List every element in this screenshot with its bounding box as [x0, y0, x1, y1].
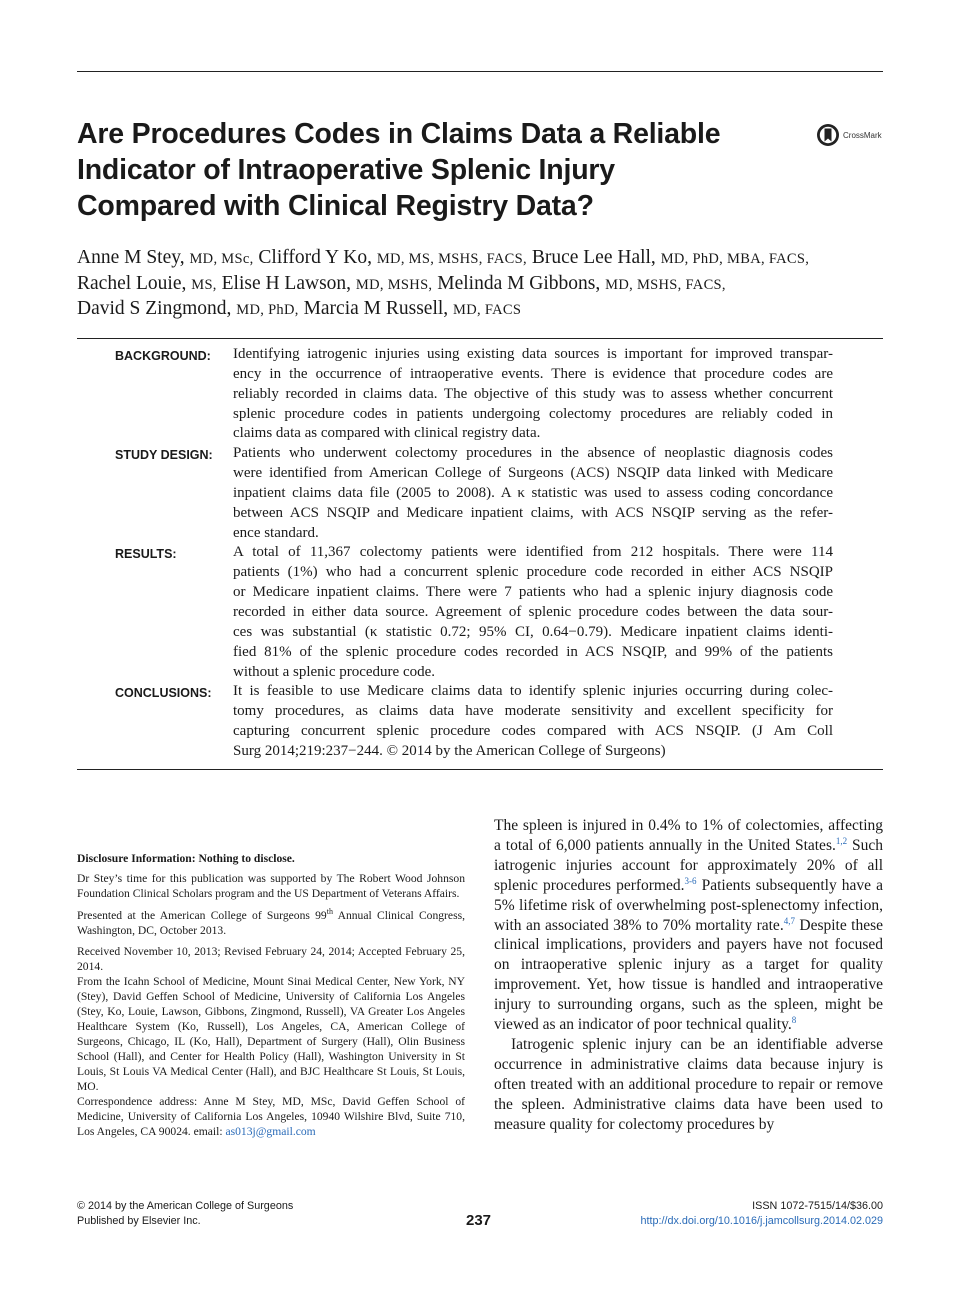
title-line: Compared with Clinical Registry Data? — [77, 190, 594, 222]
author-name: Clifford Y Ko, — [258, 247, 372, 268]
presentation-text-end: Annual Clinical Congress, Washington, DC… — [77, 908, 465, 937]
author-name: Bruce Lee Hall, — [531, 247, 656, 268]
abstract-section: BACKGROUND: Identifying iatrogenic injuri… — [77, 345, 883, 444]
crossmark-badge[interactable]: CrossMark — [816, 121, 882, 149]
abstract-line: patients (1%) who had a concurrent splen… — [233, 564, 833, 581]
title-line: Indicator of Intraoperative Splenic Inju… — [77, 154, 615, 186]
received-dates: Received November 10, 2013; Revised Febr… — [77, 944, 465, 973]
affiliations: From the Icahn School of Medicine, Mount… — [77, 974, 465, 1093]
page-number: 237 — [466, 1212, 492, 1229]
footer-publisher: Published by Elsevier Inc. — [77, 1215, 201, 1227]
email-link[interactable]: as013j@gmail.com — [225, 1124, 316, 1138]
body-text: The spleen is injured in 0.4% to 1% of c… — [494, 816, 883, 1135]
abstract-line: recorded in either data source. Agreemen… — [233, 603, 833, 620]
author-line: Rachel Louie, MS, Elise H Lawson, MD, MS… — [77, 272, 883, 298]
abstract-line: between ACS NSQIP and Medicare inpatient… — [233, 504, 833, 521]
funding-note: Dr Stey’s time for this publication was … — [77, 872, 465, 900]
abstract-section: STUDY DESIGN: Patients who underwent cole… — [77, 444, 883, 543]
abstract-line: Patients who underwent colectomy procedu… — [233, 445, 833, 462]
body-text-run: Patients subsequently have a 5% lifetime… — [494, 876, 883, 934]
author-name: Anne M Stey, — [77, 247, 185, 268]
abstract: BACKGROUND: Identifying iatrogenic injuri… — [77, 338, 883, 770]
abstract-line: reliably recorded in claims data. The ob… — [233, 385, 833, 402]
abstract-line: splenic procedure codes in patients unde… — [233, 405, 833, 422]
author-degrees: MD, MSHS, — [355, 276, 433, 293]
reference-link[interactable]: 3-6 — [684, 875, 697, 886]
author-degrees: MD, PhD, — [236, 302, 299, 318]
author-name: Rachel Louie, — [77, 272, 187, 294]
reference-link[interactable]: 8 — [791, 1014, 797, 1025]
author-degrees: MD, MS, MSHS, FACS, — [376, 251, 527, 267]
abstract-text: A total of 11,367 colectomy patients wer… — [233, 543, 833, 682]
abstract-line: without a splenic procedure code. — [233, 663, 436, 680]
author-degrees: MD, MSc, — [189, 251, 254, 267]
abstract-line: were identified from American College of… — [233, 465, 833, 482]
body-paragraph: The spleen is injured in 0.4% to 1% of c… — [494, 816, 883, 1035]
author-line: Anne M Stey, MD, MSc, Clifford Y Ko, MD,… — [77, 246, 883, 272]
abstract-line: capturing concurrent splenic procedure c… — [233, 723, 833, 740]
presentation-note: Presented at the American College of Sur… — [77, 904, 465, 938]
abstract-line: inpatient claims data file (2005 to 2008… — [233, 484, 833, 501]
abstract-label: RESULTS: — [115, 547, 177, 562]
footer-issn: ISSN 1072-7515/14/$36.00 — [752, 1200, 883, 1212]
body-text-run: Despite these clinical implications, pro… — [494, 916, 884, 1034]
crossmark-icon — [817, 124, 839, 146]
article-title: Are Procedures Codes in Claims Data a Re… — [77, 116, 807, 224]
abstract-label: CONCLUSIONS: — [115, 686, 212, 701]
abstract-line: claims data as compared with clinical re… — [233, 425, 541, 442]
top-rule — [77, 71, 883, 72]
reference-link[interactable]: 1,2 — [835, 835, 848, 846]
correspondence: Correspondence address: Anne M Stey, MD,… — [77, 1094, 465, 1139]
footnotes: Disclosure Information: Nothing to discl… — [77, 851, 465, 1139]
crossmark-label: CrossMark — [843, 130, 882, 140]
body-paragraph: Iatrogenic splenic injury can be an iden… — [494, 1035, 883, 1133]
footer-right: ISSN 1072-7515/14/$36.00 http://dx.doi.o… — [641, 1199, 884, 1229]
author-degrees: MD, FACS — [453, 302, 522, 318]
author-degrees: MS, — [191, 276, 217, 293]
author-line: David S Zingmond, MD, PhD, Marcia M Russ… — [77, 297, 883, 323]
abstract-line: Identifying iatrogenic injuries using ex… — [233, 346, 833, 362]
correspondence-address: Correspondence address: Anne M Stey, MD,… — [77, 1094, 465, 1138]
author-name: Elise H Lawson, — [221, 272, 352, 294]
abstract-text: It is feasible to use Medicare claims da… — [233, 682, 833, 761]
abstract-line: ence standard. — [233, 524, 319, 541]
title-line: Are Procedures Codes in Claims Data a Re… — [77, 118, 721, 150]
reference-link[interactable]: 4,7 — [783, 915, 795, 926]
abstract-text: Patients who underwent colectomy procedu… — [233, 444, 833, 543]
ordinal-suffix: th — [326, 907, 333, 916]
abstract-line: Surg 2014;219:237−244. © 2014 by the Ame… — [233, 742, 666, 759]
presentation-text: Presented at the American College of Sur… — [77, 908, 327, 922]
abstract-label: STUDY DESIGN: — [115, 448, 213, 463]
author-list: Anne M Stey, MD, MSc, Clifford Y Ko, MD,… — [77, 246, 883, 323]
author-name: Melinda M Gibbons, — [437, 272, 601, 294]
footer-copyright: © 2014 by the American College of Surgeo… — [77, 1200, 294, 1212]
doi-link[interactable]: http://dx.doi.org/10.1016/j.jamcollsurg.… — [640, 1215, 884, 1227]
abstract-line: or Medicare inpatient claims. There were… — [233, 584, 833, 601]
abstract-line: It is feasible to use Medicare claims da… — [233, 683, 833, 700]
body-text-run: The spleen is injured in 0.4% to 1% of c… — [494, 817, 883, 854]
abstract-line: tomy procedures, as claims data have mod… — [233, 703, 833, 720]
author-name: Marcia M Russell, — [303, 298, 449, 319]
body-text-run: Such iatrogenic injuries account for app… — [494, 836, 883, 894]
abstract-section: RESULTS: A total of 11,367 colectomy pati… — [77, 543, 883, 682]
abstract-line: fied 81% of the splenic procedure codes … — [233, 643, 833, 660]
abstract-label: BACKGROUND: — [115, 349, 211, 363]
disclosure-info: Disclosure Information: Nothing to discl… — [77, 852, 295, 865]
author-degrees: MD, MSHS, FACS, — [605, 276, 726, 293]
footer-left: © 2014 by the American College of Surgeo… — [77, 1199, 293, 1229]
abstract-text: Identifying iatrogenic injuries using ex… — [233, 345, 833, 444]
abstract-line: ces was substantial (κ statistic 0.72; 9… — [233, 623, 833, 640]
author-name: David S Zingmond, — [77, 298, 232, 319]
abstract-section: CONCLUSIONS: It is feasible to use Medica… — [77, 682, 883, 761]
abstract-line: ency in the occurrence of intraoperative… — [233, 365, 833, 382]
author-degrees: MD, PhD, MBA, FACS, — [660, 251, 810, 267]
abstract-line: A total of 11,367 colectomy patients wer… — [233, 544, 833, 561]
